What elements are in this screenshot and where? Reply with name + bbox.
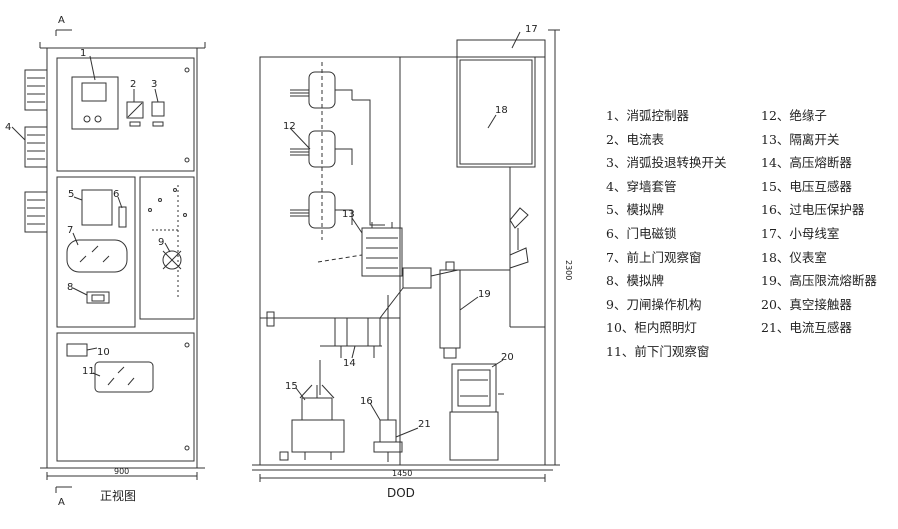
callout-11: 11: [82, 366, 95, 377]
legend-item: 11、前下门观察窗: [606, 343, 710, 359]
callout-15: 15: [285, 381, 298, 392]
legend-item: 3、消弧投退转换开关: [606, 155, 727, 171]
legend-item: 15、电压互感器: [761, 178, 852, 194]
callout-13: 13: [342, 209, 355, 220]
legend-item: 21、电流互感器: [761, 320, 852, 336]
callout-8: 8: [67, 282, 73, 293]
callout-1: 1: [80, 48, 86, 59]
legend: 1、消弧控制器 2、电流表 3、消弧投退转换开关 4、穿墙套管 5、模拟牌 6、…: [606, 104, 896, 404]
legend-column-left: 1、消弧控制器 2、电流表 3、消弧投退转换开关 4、穿墙套管 5、模拟牌 6、…: [606, 104, 726, 364]
section-marker-top: A: [58, 15, 65, 26]
callout-12: 12: [283, 121, 296, 132]
legend-item: 13、隔离开关: [761, 131, 840, 147]
legend-item: 1、消弧控制器: [606, 108, 689, 123]
callout-2: 2: [130, 79, 136, 90]
legend-item: 19、高压限流熔断器: [761, 273, 877, 289]
legend-column-right: 12、绝缘子 13、隔离开关 14、高压熔断器 15、电压互感器 16、过电压保…: [761, 104, 877, 340]
legend-item: 4、穿墙套管: [606, 178, 677, 194]
current-limiting-fuse: [439, 261, 461, 359]
height-dimension: 2300: [564, 260, 573, 280]
hv-fuse: [319, 287, 404, 395]
callout-14: 14: [343, 358, 356, 369]
legend-item: 20、真空接触器: [761, 296, 852, 312]
vacuum-contactor: [449, 363, 504, 461]
legend-item: 5、模拟牌: [606, 202, 664, 218]
legend-item: 17、小母线室: [761, 225, 840, 241]
side-view-title: DOD: [387, 486, 415, 500]
callout-18: 18: [495, 105, 508, 116]
callout-3: 3: [151, 79, 157, 90]
voltage-transformer: [291, 384, 345, 460]
legend-item: 6、门电磁锁: [606, 225, 677, 241]
callout-4: 4: [5, 122, 11, 133]
front-view: [11, 29, 206, 493]
callout-7: 7: [67, 225, 73, 236]
section-marker-bottom: A: [58, 497, 65, 508]
callout-21: 21: [418, 419, 431, 430]
callout-5: 5: [68, 189, 74, 200]
legend-item: 10、柜内照明灯: [606, 320, 697, 336]
callout-19: 19: [478, 289, 491, 300]
side-width-dimension: 1450: [392, 469, 412, 478]
side-view: [252, 29, 560, 482]
front-view-title: 正视图: [100, 488, 136, 503]
callout-6: 6: [113, 189, 119, 200]
legend-item: 7、前上门观察窗: [606, 249, 702, 265]
wall-bushings: [24, 69, 48, 233]
surge-protector: [373, 295, 403, 462]
legend-item: 2、电流表: [606, 131, 664, 147]
callout-9: 9: [158, 237, 164, 248]
legend-item: 16、过电压保护器: [761, 202, 865, 218]
insulators: [290, 62, 353, 240]
legend-item: 14、高压熔断器: [761, 155, 852, 171]
legend-item: 18、仪表室: [761, 249, 827, 265]
isolating-switch: [317, 222, 403, 277]
callout-16: 16: [360, 396, 373, 407]
callout-20: 20: [501, 352, 514, 363]
callout-17: 17: [525, 24, 538, 35]
legend-item: 8、模拟牌: [606, 273, 664, 289]
legend-item: 12、绝缘子: [761, 108, 827, 123]
callout-10: 10: [97, 347, 110, 358]
front-width-dimension: 900: [114, 467, 129, 476]
legend-item: 9、刀闸操作机构: [606, 296, 702, 312]
